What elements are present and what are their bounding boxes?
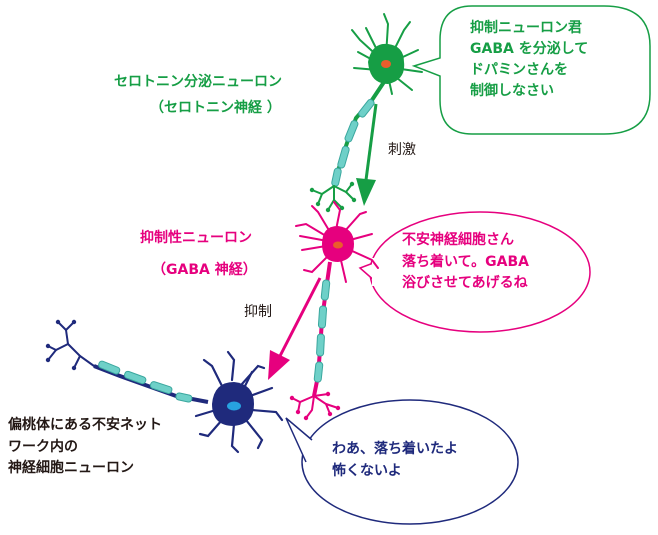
speech-bubble-pink	[358, 211, 591, 333]
stimulus-label: 刺激	[388, 142, 416, 158]
amygdala-label-line: 偏桃体にある不安ネット	[8, 417, 162, 433]
bubble-line: 抑制ニューロン君	[470, 20, 582, 36]
bubble-line: GABA を分泌して	[470, 41, 589, 57]
bubble-line: ドパミンさんを	[470, 62, 568, 78]
bubble-line: わあ、落ち着いたよ	[332, 441, 458, 457]
serotonin-neuron-label: セロトニン分泌ニューロン	[114, 74, 282, 90]
speech-bubble-green	[411, 5, 651, 135]
speech-bubble-blue-text: わあ、落ち着いたよ 怖くないよ	[332, 438, 458, 483]
anxiety-neuron	[45, 319, 284, 454]
serotonin-neuron-sublabel: （セロトニン神経 ）	[150, 100, 281, 116]
speech-bubble-green-text: 抑制ニューロン君 GABA を分泌して ドパミンさんを 制御しなさい	[470, 18, 588, 102]
suppression-label: 抑制	[244, 304, 272, 320]
speech-bubble-blue	[285, 399, 519, 525]
inhibitory-neuron-sublabel: （GABA 神経）	[152, 262, 257, 278]
bubble-line: 制御しなさい	[470, 83, 554, 99]
speech-bubble-pink-text: 不安神経細胞さん 落ち着いて。GABA 浴びさせてあげるね	[402, 230, 529, 295]
bubble-line: 落ち着いて。GABA	[402, 253, 529, 270]
amygdala-label-line: 神経細胞ニューロン	[8, 460, 134, 477]
amygdala-neuron-label: 偏桃体にある不安ネット ワーク内の 神経細胞ニューロン	[8, 415, 162, 480]
bubble-line: 不安神経細胞さん	[402, 232, 514, 248]
inhibitory-neuron	[289, 201, 379, 421]
inhibitory-neuron-label: 抑制性ニューロン	[140, 230, 252, 246]
suppression-arrow	[268, 277, 322, 380]
bubble-line: 浴びさせてあげるね	[402, 275, 528, 292]
stimulus-arrow	[356, 103, 378, 206]
amygdala-label-line: ワーク内の	[8, 438, 78, 455]
serotonin-neuron	[309, 13, 423, 213]
bubble-line: 怖くないよ	[332, 463, 402, 480]
